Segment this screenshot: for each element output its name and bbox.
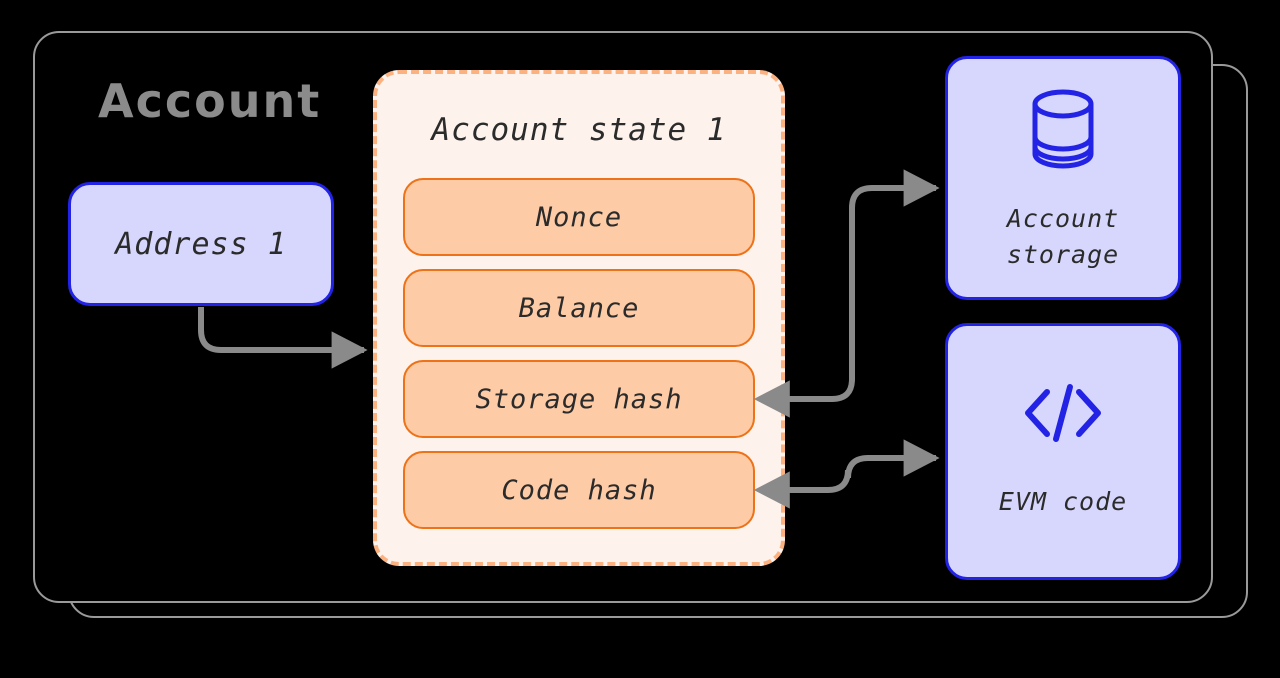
account-storage-node[interactable]: Account storage (945, 56, 1181, 300)
evm-code-node[interactable]: EVM code (945, 323, 1181, 580)
database-icon (1027, 87, 1099, 175)
field-code-hash[interactable]: Code hash (403, 451, 755, 529)
field-nonce[interactable]: Nonce (403, 178, 755, 256)
field-storage-hash[interactable]: Storage hash (403, 360, 755, 438)
account-storage-label-line2: storage (1006, 240, 1120, 270)
evm-code-label: EVM code (998, 487, 1128, 517)
account-state-container: Account state 1 Nonce Balance Storage ha… (373, 70, 785, 566)
field-balance[interactable]: Balance (403, 269, 755, 347)
address-node[interactable]: Address 1 (68, 182, 334, 306)
account-storage-label-line1: Account (1006, 204, 1120, 233)
account-state-field-list: Nonce Balance Storage hash Code hash (403, 178, 755, 529)
field-label: Nonce (535, 201, 623, 233)
page-title: Account (98, 74, 322, 128)
address-node-label: Address 1 (115, 226, 287, 262)
field-label: Balance (518, 292, 640, 324)
field-label: Storage hash (475, 383, 683, 415)
code-icon (1020, 382, 1106, 448)
account-storage-label: Account storage (1007, 201, 1119, 274)
account-state-title: Account state 1 (431, 112, 727, 148)
field-label: Code hash (501, 474, 657, 506)
